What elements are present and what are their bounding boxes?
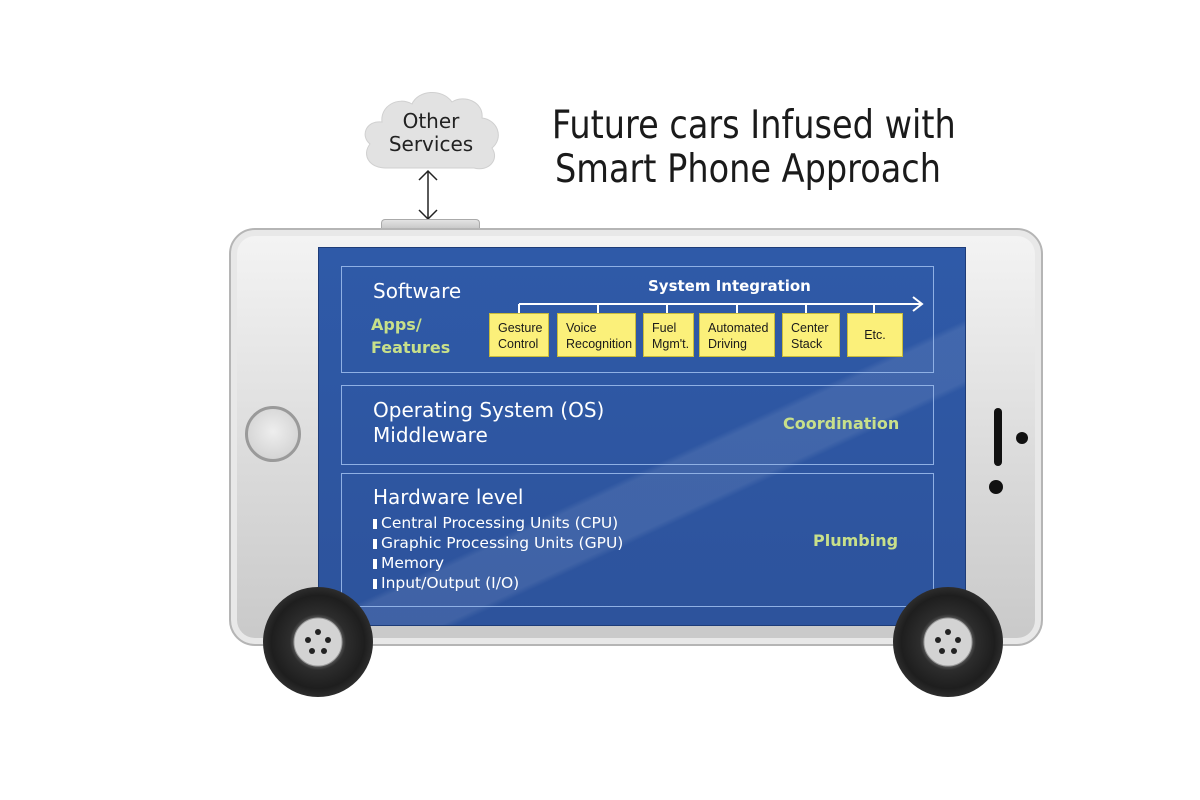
system-integration-label: System Integration (648, 277, 811, 295)
wheel-right-icon (893, 587, 1003, 697)
bullet-icon (373, 519, 377, 529)
app-box-line-1: Gesture (498, 321, 543, 335)
app-box-line-1: Fuel (652, 321, 677, 335)
title-line-2: Smart Phone Approach (554, 147, 942, 192)
app-box-line-1: Voice (566, 321, 597, 335)
software-layer (341, 266, 934, 373)
cloud-line-2: Services (388, 132, 474, 156)
phone-speaker (994, 408, 1002, 466)
hardware-item-label: Central Processing Units (CPU) (381, 514, 619, 532)
app-box-line-1: Automated (708, 321, 769, 335)
cloud-icon (364, 92, 499, 170)
app-box-gesture-control: Gesture Control (489, 313, 549, 357)
app-box-etc: Etc. (847, 313, 903, 357)
bidirectional-arrow-icon (418, 169, 438, 221)
app-box-line-2: Control (498, 337, 539, 351)
hub-icon (293, 617, 343, 667)
software-layer-title: Software (373, 279, 462, 303)
hardware-layer (341, 473, 934, 607)
app-box-line-1: Etc. (864, 328, 886, 342)
hardware-item: Graphic Processing Units (GPU) (373, 533, 623, 553)
app-box-line-2: Driving (708, 337, 747, 351)
cloud-line-1: Other (402, 109, 460, 133)
hardware-item-label: Graphic Processing Units (GPU) (381, 534, 624, 552)
os-line-2: Middleware (373, 423, 488, 447)
bullet-icon (373, 539, 377, 549)
bullet-icon (373, 559, 377, 569)
software-subtitle-line-2: Features (371, 338, 451, 357)
hardware-item-list: Central Processing Units (CPU) Graphic P… (373, 513, 623, 593)
app-box-voice-recognition: Voice Recognition (557, 313, 636, 357)
wheel-left-icon (263, 587, 373, 697)
hub-icon (923, 617, 973, 667)
diagram-title: Future cars Infused with Smart Phone App… (551, 103, 956, 192)
phone-camera-dot (1016, 432, 1028, 444)
os-layer (341, 385, 934, 465)
app-box-fuel-management: Fuel Mgm't. (643, 313, 694, 357)
phone-home-button (245, 406, 301, 462)
os-role-label: Coordination (783, 414, 900, 433)
app-box-line-2: Recognition (566, 337, 633, 351)
hardware-item-label: Input/Output (I/O) (381, 574, 520, 592)
bullet-icon (373, 579, 377, 589)
hardware-item: Memory (373, 553, 623, 573)
hardware-layer-title: Hardware level (373, 485, 524, 509)
phone-sensor-dot (989, 480, 1003, 494)
title-line-1: Future cars Infused with (551, 103, 956, 148)
app-box-line-2: Stack (791, 337, 823, 351)
system-integration-arrow (518, 296, 924, 314)
cloud-label: Other Services (368, 110, 494, 156)
os-layer-title: Operating System (OS) Middleware (373, 398, 604, 448)
app-box-line-2: Mgm't. (652, 337, 690, 351)
hardware-role-label: Plumbing (813, 531, 899, 550)
os-line-1: Operating System (OS) (373, 398, 605, 422)
app-box-automated-driving: Automated Driving (699, 313, 775, 357)
hardware-item: Input/Output (I/O) (373, 573, 623, 593)
app-box-line-1: Center (791, 321, 829, 335)
hardware-item: Central Processing Units (CPU) (373, 513, 623, 533)
app-box-center-stack: Center Stack (782, 313, 840, 357)
hardware-item-label: Memory (381, 554, 445, 572)
software-subtitle-line-1: Apps/ (371, 315, 422, 334)
software-layer-subtitle: Apps/ Features (371, 313, 450, 359)
